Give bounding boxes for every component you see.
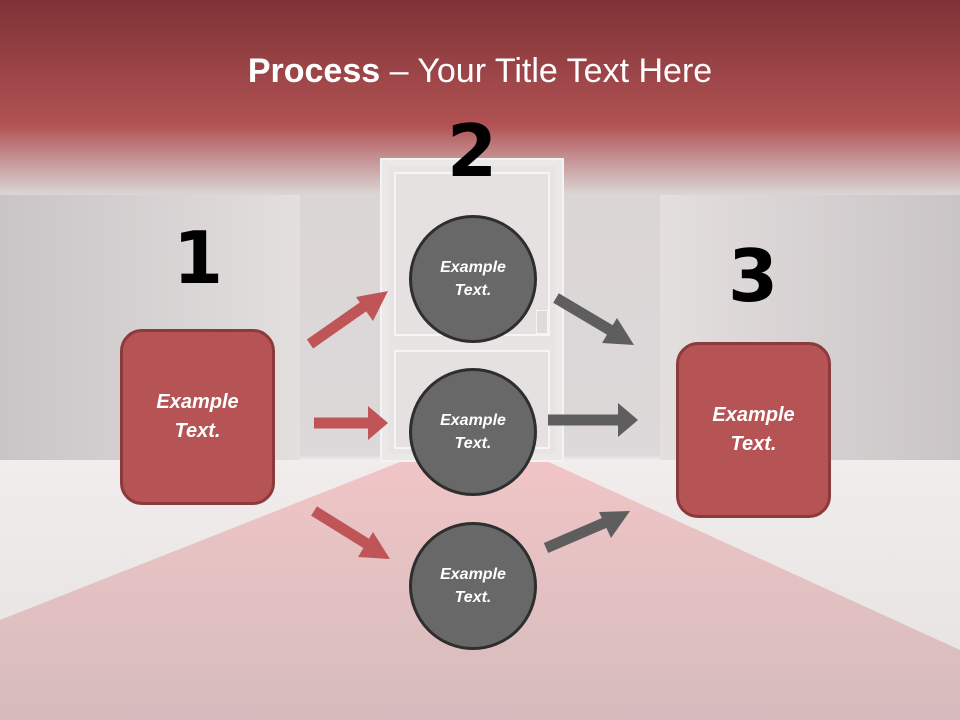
circle-text: Example Text. [440, 566, 506, 606]
arrow-right-down-icon [311, 506, 390, 559]
arrow-right-up-icon [306, 291, 388, 349]
circle-text: Example Text. [440, 259, 506, 299]
slide-title: Process – Your Title Text Here [0, 52, 960, 91]
door-handle [536, 310, 548, 334]
arrow-right-icon [314, 406, 388, 440]
title-rest: – Your Title Text Here [380, 52, 713, 90]
step-3-box[interactable]: Example Text. [676, 342, 831, 518]
arrow-right-icon [548, 403, 638, 437]
title-bold: Process [247, 52, 381, 90]
step-number-2: 2 [446, 109, 498, 193]
step-number-1: 1 [172, 216, 224, 300]
step-1-box[interactable]: Example Text. [120, 329, 275, 505]
step-2-circle-bottom[interactable]: Example Text. [409, 522, 537, 650]
step-2-circle-middle[interactable]: Example Text. [409, 368, 537, 496]
arrow-right-down-icon [553, 293, 634, 345]
arrow-right-up-icon [543, 511, 630, 554]
step-3-text: Example Text. [712, 404, 795, 455]
step-number-3: 3 [727, 234, 779, 318]
step-1-text: Example Text. [156, 391, 239, 442]
circle-text: Example Text. [440, 412, 506, 452]
step-2-circle-top[interactable]: Example Text. [409, 215, 537, 343]
